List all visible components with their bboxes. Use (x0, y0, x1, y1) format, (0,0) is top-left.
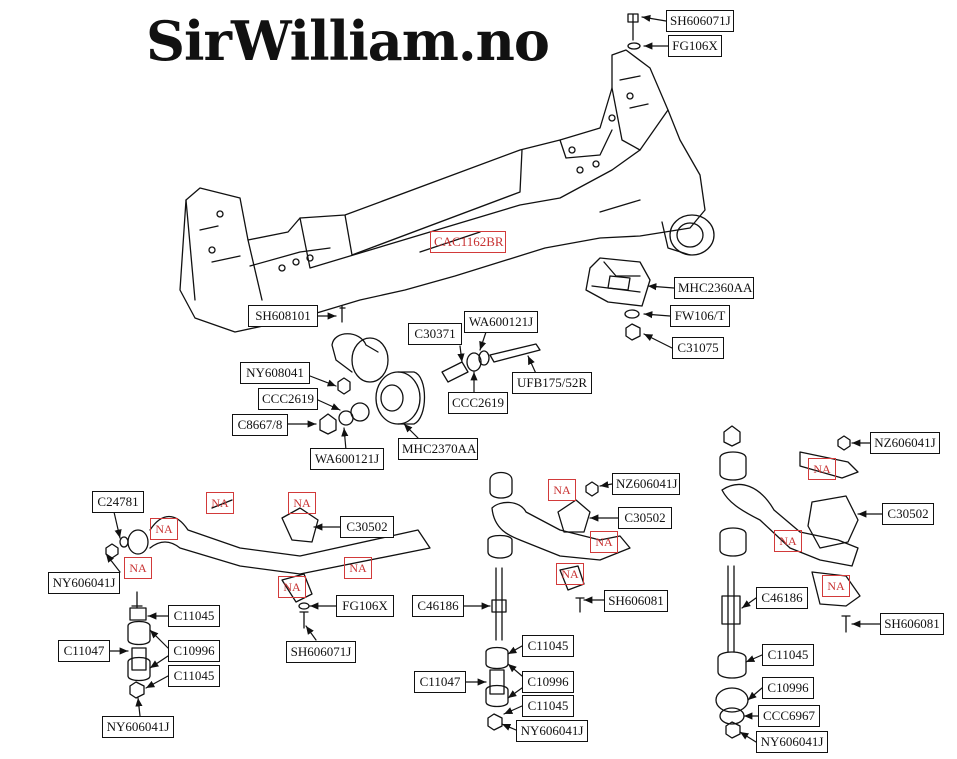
na-marker: NA (344, 557, 372, 579)
part-label-c30502[interactable]: C30502 (882, 503, 934, 525)
middle-link-drawing (485, 471, 631, 731)
part-label-c24781[interactable]: C24781 (92, 491, 144, 513)
part-label-c30502[interactable]: C30502 (340, 516, 394, 538)
washer-drawing (624, 309, 640, 319)
part-label-mhc2370aa[interactable]: MHC2370AA (398, 438, 478, 460)
part-label-c8667-8[interactable]: C8667/8 (232, 414, 288, 436)
part-label-sh606071j[interactable]: SH606071J (666, 10, 734, 32)
part-label-sh608101[interactable]: SH608101 (248, 305, 318, 327)
brand-logo: SirWilliam.no (146, 9, 550, 73)
na-marker: NA (288, 492, 316, 514)
part-label-fg106x[interactable]: FG106X (336, 595, 394, 617)
part-label-wa600121j[interactable]: WA600121J (464, 311, 538, 333)
part-label-fg106x[interactable]: FG106X (668, 35, 722, 57)
na-marker: NA (808, 458, 836, 480)
part-label-cac1162br[interactable]: CAC1162BR (430, 231, 506, 253)
part-label-c30502[interactable]: C30502 (618, 507, 672, 529)
part-label-c30371[interactable]: C30371 (408, 323, 462, 345)
part-label-nz606041j[interactable]: NZ606041J (612, 473, 680, 495)
engine-mount-drawing (585, 257, 651, 307)
part-label-c31075[interactable]: C31075 (672, 337, 724, 359)
part-label-ny606041j[interactable]: NY606041J (756, 731, 828, 753)
part-label-sh606081[interactable]: SH606081 (880, 613, 944, 635)
part-label-c11045[interactable]: C11045 (522, 635, 574, 657)
na-marker: NA (590, 531, 618, 553)
part-label-ufb175-52r[interactable]: UFB175/52R (512, 372, 592, 394)
part-label-c11045[interactable]: C11045 (168, 665, 220, 687)
part-label-mhc2360aa[interactable]: MHC2360AA (674, 277, 754, 299)
na-marker: NA (150, 518, 178, 540)
part-label-c10996[interactable]: C10996 (522, 671, 574, 693)
nut-drawing (625, 323, 641, 341)
na-marker: NA (822, 575, 850, 597)
part-label-sh606081[interactable]: SH606081 (604, 590, 668, 612)
part-label-ny606041j[interactable]: NY606041J (48, 572, 120, 594)
part-label-c11045[interactable]: C11045 (522, 695, 574, 717)
part-label-c11047[interactable]: C11047 (414, 671, 466, 693)
part-label-ny606041j[interactable]: NY606041J (516, 720, 588, 742)
na-marker: NA (774, 530, 802, 552)
part-label-sh606071j[interactable]: SH606071J (286, 641, 356, 663)
na-marker: NA (556, 563, 584, 585)
part-label-c11045[interactable]: C11045 (168, 605, 220, 627)
left-anti-roll-bar-drawing (105, 499, 431, 699)
part-label-c10996[interactable]: C10996 (762, 677, 814, 699)
part-label-ccc6967[interactable]: CCC6967 (758, 705, 820, 727)
part-label-c11047[interactable]: C11047 (58, 640, 110, 662)
part-label-ccc2619[interactable]: CCC2619 (258, 388, 318, 410)
na-marker: NA (278, 576, 306, 598)
part-label-ny608041[interactable]: NY608041 (240, 362, 310, 384)
part-label-c10996[interactable]: C10996 (168, 640, 220, 662)
part-label-c11045[interactable]: C11045 (762, 644, 814, 666)
part-label-wa600121j[interactable]: WA600121J (310, 448, 384, 470)
na-marker: NA (124, 557, 152, 579)
part-label-c46186[interactable]: C46186 (412, 595, 464, 617)
bush-assembly-drawing (319, 343, 541, 435)
part-label-ccc2619[interactable]: CCC2619 (448, 392, 508, 414)
na-marker: NA (548, 479, 576, 501)
part-label-nz606041j[interactable]: NZ606041J (870, 432, 940, 454)
part-label-ny606041j[interactable]: NY606041J (102, 716, 174, 738)
leader-lines (105, 14, 883, 743)
part-label-fw106t[interactable]: FW106/T (670, 305, 730, 327)
part-label-c46186[interactable]: C46186 (756, 587, 808, 609)
na-marker: NA (206, 492, 234, 514)
